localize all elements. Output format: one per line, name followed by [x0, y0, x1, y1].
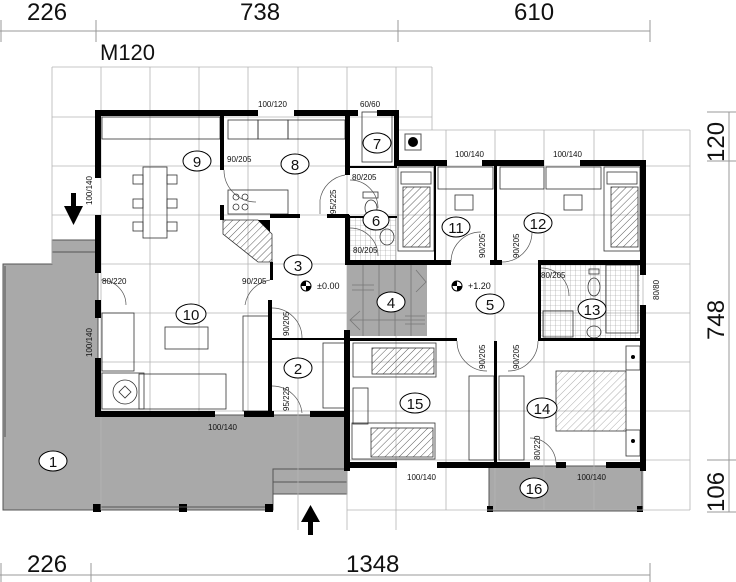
kitchen-hall-door-label: 95/225	[329, 189, 338, 214]
furniture	[101, 111, 641, 461]
west-window-bottom-label: 100/140	[85, 328, 94, 357]
svg-text:14: 14	[534, 401, 551, 418]
terrace-balcony-16	[488, 465, 643, 512]
door-swings	[100, 169, 570, 465]
svg-text:9: 9	[193, 154, 201, 171]
svg-text:10: 10	[183, 307, 200, 324]
living-south-window-label: 100/140	[208, 423, 237, 432]
room14-window-label: 100/140	[577, 473, 606, 482]
room-label-9: 9	[182, 150, 212, 172]
dim-right-2: 748	[703, 300, 730, 340]
room11-door-label: 90/205	[478, 233, 487, 258]
dim-bottom-1: 226	[27, 551, 67, 578]
room-label-7: 7	[362, 132, 392, 154]
room-label-13: 13	[577, 298, 607, 320]
room-label-2: 2	[283, 357, 313, 379]
dim-top-2: 738	[240, 0, 280, 26]
room-label-15: 15	[399, 392, 431, 414]
room-label-12: 12	[523, 212, 553, 234]
dim-top-1: 226	[27, 0, 67, 26]
room-label-8: 8	[280, 153, 310, 175]
terrace-steps	[272, 468, 348, 495]
room-label-5: 5	[475, 293, 505, 315]
bath13-window-label: 80/80	[652, 279, 661, 300]
svg-text:7: 7	[373, 136, 381, 153]
room-label-4: 4	[376, 291, 406, 313]
room15-window-label: 100/140	[407, 473, 436, 482]
entry-arrow-west-icon	[64, 193, 83, 225]
svg-text:11: 11	[448, 220, 464, 237]
svg-text:15: 15	[407, 396, 424, 413]
bath13-door-label: 80/205	[541, 271, 566, 280]
room-label-16: 16	[519, 477, 549, 499]
kitchen-door-label: 90/205	[227, 155, 252, 164]
svg-text:1: 1	[49, 454, 57, 471]
dim-bottom-2: 1348	[346, 551, 399, 578]
room-label-3: 3	[283, 254, 313, 276]
dim-right-3: 106	[703, 472, 730, 512]
posts	[93, 504, 643, 512]
svg-text:13: 13	[584, 302, 601, 319]
room-label-11: 11	[441, 216, 471, 238]
west-window-top-label: 100/140	[85, 176, 94, 205]
room-label-14: 14	[526, 397, 558, 419]
room-label-6: 6	[362, 209, 390, 231]
bottom-dimension-line	[0, 563, 651, 582]
dim-right-1: 120	[703, 122, 730, 162]
svg-text:16: 16	[526, 481, 543, 498]
room12-window-label: 100/140	[553, 150, 582, 159]
dim-top-3: 610	[514, 0, 554, 26]
walls	[95, 110, 646, 471]
svg-text:6: 6	[372, 213, 380, 230]
room-label-10: 10	[175, 303, 207, 325]
level-upper-label: +1.20	[468, 281, 491, 291]
svg-text:2: 2	[294, 361, 302, 378]
room11-window-label: 100/140	[455, 150, 484, 159]
right-dimension-line	[707, 111, 736, 513]
level-ground-label: ±0.00	[317, 281, 339, 291]
svg-text:4: 4	[387, 295, 395, 312]
opening-labels: 100/120 60/60 100/140 100/140 100/140 10…	[85, 100, 661, 482]
level-marker-ground: ±0.00	[300, 280, 339, 292]
svg-text:8: 8	[291, 157, 299, 174]
wc-window-label: 60/60	[360, 100, 381, 109]
fireplace-icons	[258, 133, 635, 443]
level-marker-upper: +1.20	[451, 280, 491, 292]
plan-title: M120	[100, 40, 155, 65]
hall-door-label: 90/205	[282, 311, 291, 336]
room-labels: 1 2 3 4 5 6 7 8 9 10 11 12 13 14 15 16	[38, 132, 607, 499]
room-label-1: 1	[38, 450, 68, 472]
top-dimension-line	[0, 20, 651, 42]
railing	[4, 266, 265, 508]
wc-door-label: 80/205	[352, 173, 377, 182]
living-door-label: 90/205	[242, 277, 267, 286]
svg-text:3: 3	[294, 258, 302, 275]
room12-door-label: 90/205	[512, 233, 521, 258]
room15-door-label: 90/205	[478, 344, 487, 369]
west-door-label: 80/220	[102, 277, 127, 286]
bed-hatching	[112, 186, 639, 458]
room14-balcony-door-label: 80/220	[533, 435, 542, 460]
svg-text:5: 5	[486, 297, 494, 314]
room14-door-label: 90/205	[512, 344, 521, 369]
bath6-door-label: 80/205	[353, 246, 378, 255]
entry-door-label: 95/225	[282, 386, 291, 411]
svg-text:12: 12	[530, 216, 547, 233]
entry-arrow-south-icon	[301, 505, 320, 535]
kitchen-window-label: 100/120	[258, 100, 287, 109]
